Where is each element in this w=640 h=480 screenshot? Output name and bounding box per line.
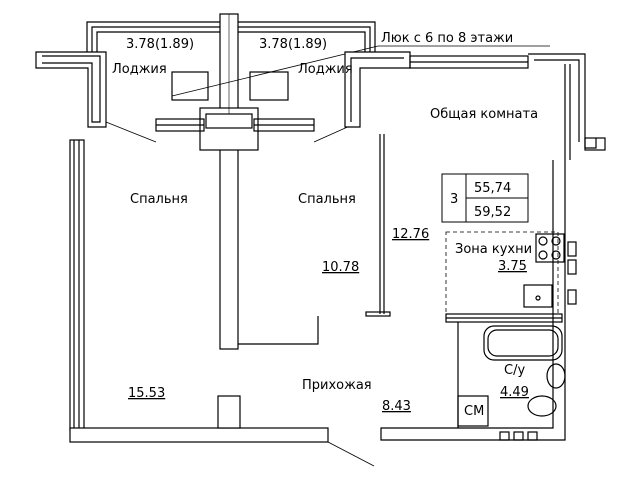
loggia-hatch-left [171,71,209,101]
bathroom-name: С/у [504,363,525,378]
central-wall [199,13,259,350]
bathroom-area: 4.49 [500,385,529,400]
loggia-windows [105,118,353,143]
apartment-badge: 3 55,74 59,52 [441,173,529,223]
right-outer-wall [380,160,566,441]
living-room-area: 12.76 [392,227,429,242]
kitchen-counter [445,231,577,315]
bottom-wall [69,395,375,467]
badge-total-area: 59,52 [474,205,511,220]
badge-living-area: 55,74 [474,181,511,196]
bedroom-left-name: Спальня [130,192,188,207]
bedroom-left-area: 15.53 [128,386,165,401]
hallway-area: 8.43 [382,399,411,414]
loggia-hatch-right [249,71,289,101]
loggia-right-area: 3.78(1.89) [259,37,327,52]
bedroom-right-area: 10.78 [322,260,359,275]
left-corner-wall [35,51,107,128]
bathroom-fixtures [445,313,566,441]
living-room-partition [365,134,391,317]
bedroom-right-name: Спальня [298,192,356,207]
badge-rooms: 3 [450,192,458,207]
bedroom-door-frame [238,316,319,345]
loggia-left-name: Лоджия [112,62,167,77]
hatch-leader-line [171,45,379,97]
kitchen-zone-area: 3.75 [498,259,527,274]
washer-label: СМ [464,404,484,419]
loggia-left-area: 3.78(1.89) [126,37,194,52]
left-wall-window [69,139,85,431]
hatch-note: Люк с 6 по 8 этажи [381,31,513,46]
hallway-name: Прихожая [302,378,372,393]
kitchen-zone-name: Зона кухни [455,242,532,257]
top-right-wall [409,53,606,160]
right-loggia-wall [344,51,411,128]
loggia-right-name: Лоджия [298,62,353,77]
living-room-name: Общая комната [430,107,538,122]
